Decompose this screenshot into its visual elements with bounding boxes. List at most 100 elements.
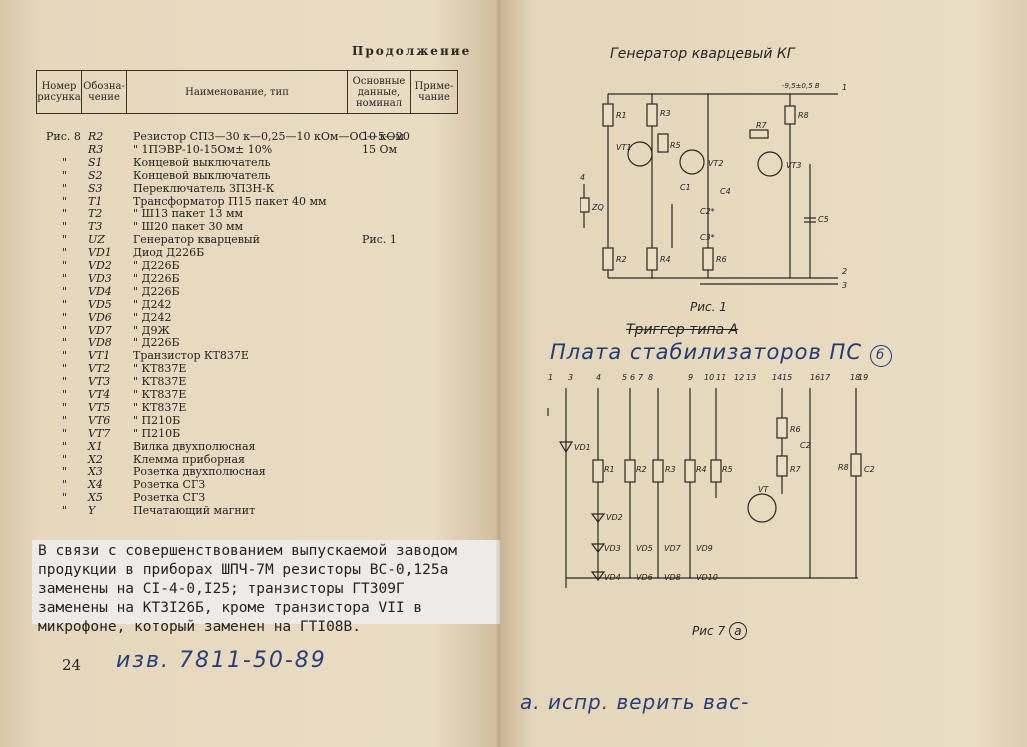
handwritten-board-title: Плата стабилизаторов ПС б xyxy=(550,340,892,367)
row-name: " Ш20 пакет 30 мм xyxy=(133,220,244,234)
page-number: 24 xyxy=(62,656,82,674)
row-value: 15 Ом xyxy=(362,142,398,156)
row-figure: " xyxy=(62,336,68,350)
row-designation: X4 xyxy=(88,478,103,492)
row-figure: " xyxy=(62,168,68,182)
row-name: Концевой выключатель xyxy=(133,155,271,169)
label-C2-left: C2 xyxy=(800,441,811,450)
row-figure: " xyxy=(62,452,68,466)
note-line: заменены на СI-4-0,I25; транзисторы ГТ30… xyxy=(38,581,405,597)
row-name: " Д226Б xyxy=(133,259,180,272)
col-name: Наименование, тип xyxy=(126,70,348,114)
label-VD10: VD10 xyxy=(696,573,718,582)
label-R5: R5 xyxy=(670,141,681,150)
row-name: " КТ837Е xyxy=(133,388,187,401)
row-name: Розетка двухполюсная xyxy=(133,465,266,479)
label-C3: C3* xyxy=(700,233,715,242)
row-name: " П210Б xyxy=(133,413,181,427)
col-note: Приме-чание xyxy=(410,70,458,114)
pin-label: 6 xyxy=(630,373,635,382)
label-R2: R2 xyxy=(636,465,647,474)
row-designation: VD6 xyxy=(88,310,112,324)
pin-label: 10 xyxy=(704,373,714,382)
pin-label: 18 xyxy=(850,373,860,382)
row-designation: VT4 xyxy=(88,388,111,401)
label-VD2: VD2 xyxy=(606,513,623,522)
note-line: В связи с совершенствованием выпускаемой… xyxy=(38,543,458,559)
note-line: заменены на КТ3I26Б, кроме транзистора V… xyxy=(38,600,423,616)
left-page: Продолжение Номер рисунка Обозна-чение Н… xyxy=(0,0,508,747)
pin-label: 16 xyxy=(810,373,820,382)
row-name: " КТ837Е xyxy=(133,400,187,414)
label-R8: R8 xyxy=(798,111,809,120)
row-designation: S3 xyxy=(88,181,103,195)
fig1-caption: Рис. 1 xyxy=(690,300,727,314)
row-name: " Д242 xyxy=(133,297,172,311)
row-designation: VD5 xyxy=(88,297,112,311)
row-designation: S2 xyxy=(88,168,103,182)
label-R4: R4 xyxy=(696,465,707,474)
label-R3: R3 xyxy=(665,465,676,474)
note-line: продукции в приборах ШПЧ-7М резисторы ВС… xyxy=(38,562,449,578)
label-VT2: VT2 xyxy=(708,159,723,168)
label-VD9: VD9 xyxy=(696,544,713,553)
row-name: Печатающий магнит xyxy=(133,504,256,518)
row-designation: T2 xyxy=(88,207,103,221)
label-R2: R2 xyxy=(616,255,627,264)
label-C1: C1 xyxy=(680,183,691,192)
pin-4: 4 xyxy=(580,173,585,182)
label-VT1: VT1 xyxy=(616,143,631,152)
label-C4: C4 xyxy=(720,187,731,196)
row-designation: VD4 xyxy=(88,284,112,298)
row-name: Генератор кварцевый xyxy=(133,233,261,247)
row-figure: " xyxy=(62,362,68,376)
row-name: " КТ837Е xyxy=(133,375,187,389)
board-title-badge: б xyxy=(869,345,892,367)
fig7-caption: Рис 7 а xyxy=(692,622,747,640)
right-page: Генератор кварцевый КГ -9,5±0,5 В 1 2 3 … xyxy=(500,0,1027,747)
row-figure: " xyxy=(62,426,68,440)
label-R4: R4 xyxy=(660,255,671,264)
row-figure: " xyxy=(62,271,68,285)
row-figure: " xyxy=(62,207,68,221)
row-name: " П210Б xyxy=(133,426,181,440)
row-name: " Д242 xyxy=(133,310,172,324)
row-figure: " xyxy=(62,194,68,208)
pin-1: 1 xyxy=(842,83,847,92)
row-figure: " xyxy=(62,413,68,427)
pin-label: 1 xyxy=(548,373,553,382)
struck-trigger-title: Триггер типа А xyxy=(626,322,739,338)
row-designation: VT6 xyxy=(88,413,111,427)
row-figure: " xyxy=(62,400,68,414)
row-designation: VT7 xyxy=(88,426,111,440)
label-R5: R5 xyxy=(722,465,733,474)
note-line: микрофоне, который заменен на ГТI08В. xyxy=(38,619,362,635)
row-designation: VD1 xyxy=(88,246,112,260)
row-name: Транзистор КТ837Е xyxy=(133,349,249,363)
row-designation: R3 xyxy=(88,142,104,156)
row-name: Вилка двухполюсная xyxy=(133,439,256,453)
pin-2: 2 xyxy=(842,267,847,276)
row-figure: " xyxy=(62,375,68,389)
row-designation: T1 xyxy=(88,194,103,208)
row-value: 10 кОм xyxy=(362,130,404,143)
row-figure: " xyxy=(62,297,68,311)
label-R6: R6 xyxy=(716,255,727,264)
row-name: Розетка СГЗ xyxy=(133,491,206,505)
handwritten-correction: а. испр. верить вас- xyxy=(520,690,750,714)
label-R8: R8 xyxy=(838,463,849,472)
pin-label: 4 xyxy=(596,373,601,382)
row-name: Концевой выключатель xyxy=(133,168,271,182)
label-R1: R1 xyxy=(604,465,615,474)
row-figure: " xyxy=(62,323,68,337)
label-R7: R7 xyxy=(790,465,802,474)
row-designation: VD3 xyxy=(88,271,112,285)
pin-label: 11 xyxy=(716,373,726,382)
row-designation: R2 xyxy=(88,130,104,143)
row-name: " 1ПЭВР-10-15Ом± 10% xyxy=(133,142,273,156)
row-figure: " xyxy=(62,246,68,260)
row-designation: VT2 xyxy=(88,362,111,376)
typed-correction-note: В связи с совершенствованием выпускаемой… xyxy=(32,540,504,635)
row-figure: " xyxy=(62,349,68,363)
